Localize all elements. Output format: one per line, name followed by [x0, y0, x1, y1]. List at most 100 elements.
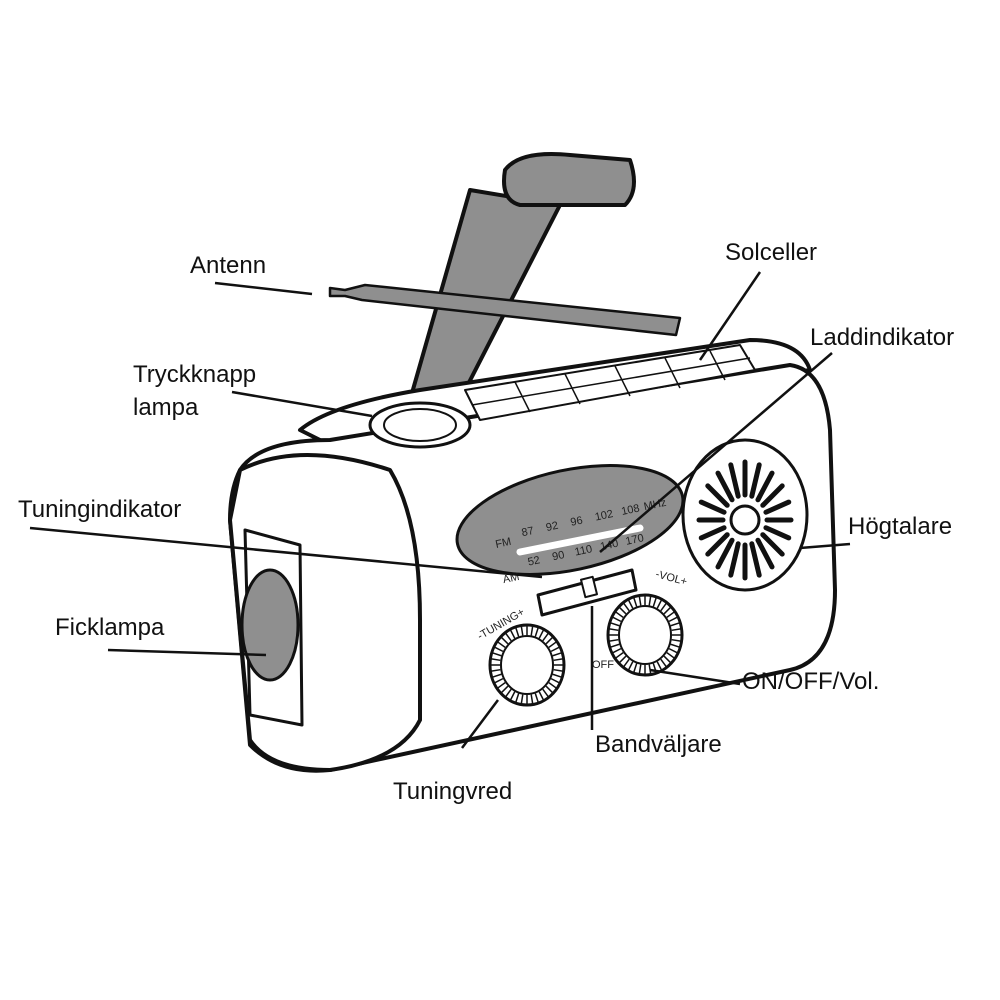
antenna-rod — [328, 283, 682, 337]
tuning-dial — [455, 464, 685, 576]
knob-grip-ridge — [492, 652, 502, 657]
knob-grip-ridge — [505, 688, 512, 697]
knob-grip-ridge — [627, 661, 634, 671]
fm-scale-0: 87 — [520, 525, 534, 539]
speaker-slot — [698, 525, 727, 541]
speaker-slot — [749, 462, 762, 499]
knob-grip-ridge — [534, 693, 539, 703]
knob-grip-ridge — [627, 599, 634, 609]
knob-grip-ridge — [494, 677, 504, 684]
knob-grip-ridge — [648, 596, 652, 606]
fm-scale-2: 96 — [569, 515, 583, 529]
knob-grip-ridge — [633, 663, 638, 673]
knob-grip-ridge — [509, 629, 516, 639]
knob-grip-ridge — [666, 611, 675, 618]
speaker-slot — [755, 537, 775, 570]
speaker-slot — [715, 537, 735, 570]
knob-grip-ridge — [610, 622, 620, 627]
speaker-slot — [705, 532, 730, 557]
knob-grip-ridge — [619, 606, 627, 615]
knob-grip-ridge — [610, 643, 620, 648]
knob-grip-ridge — [515, 693, 520, 703]
speaker-slot — [715, 470, 735, 503]
knob-grip-ridge — [612, 616, 622, 623]
crank-grip — [502, 152, 636, 207]
knob-grip-ridge — [550, 646, 560, 653]
label-power-volume: ON/OFF/Vol. — [742, 668, 880, 695]
knob-grip-ridge — [671, 628, 681, 632]
knob-grip-ridge — [520, 694, 524, 704]
knob-grip-ridge — [552, 652, 562, 657]
knob-grip-ridge — [615, 652, 624, 659]
speaker-slot — [749, 541, 762, 578]
label-speaker: Högtalare — [848, 513, 953, 540]
knob-grip-ridge — [534, 627, 539, 637]
speaker-slot — [698, 499, 727, 515]
label-flashlight: Ficklampa — [55, 614, 165, 641]
speaker-slot — [705, 483, 730, 508]
knob-grip-ridge — [530, 694, 534, 704]
knob-grip-ridge — [612, 647, 622, 654]
knob-grip-ridge — [494, 646, 504, 653]
knob-grip-ridge — [671, 638, 681, 642]
knob-grip-ridge — [497, 641, 506, 648]
speaker-slot — [755, 470, 775, 503]
knob-grip-ridge — [663, 606, 671, 615]
leader-lines — [29, 271, 851, 749]
knob-grip-ridge — [609, 628, 619, 632]
knob-grip-ridge — [515, 627, 520, 637]
speaker-slot — [760, 483, 785, 508]
off-label: OFF — [592, 659, 614, 671]
knob-grip-ridge — [666, 652, 675, 659]
knob-grip-ridge — [492, 673, 502, 678]
knob-grip-ridge — [656, 661, 663, 671]
dial-fm-label: FM — [494, 536, 512, 551]
knob-grip-ridge — [638, 664, 642, 674]
knob-grip-ridge — [545, 685, 553, 694]
knob-grip-ridge — [670, 622, 680, 627]
knob-grip-ridge — [652, 597, 657, 607]
knob-grip-ridge — [623, 603, 630, 612]
knob-grip-ridge — [660, 603, 667, 612]
label-charge-indicator: Laddindikator — [810, 324, 955, 351]
knob-grip-ridge — [633, 597, 638, 607]
knob-grip-ridge — [668, 616, 678, 623]
knob-grip-ridge — [542, 633, 549, 642]
dial-pointer-track — [516, 524, 644, 556]
knob-grip-ridge — [553, 668, 563, 672]
knob-grip-ridge — [548, 682, 557, 689]
knob-grip-ridge — [520, 626, 524, 636]
am-scale-1: 90 — [551, 549, 565, 563]
knob-grip-ridge — [491, 658, 501, 662]
solar-panel — [464, 344, 756, 421]
am-scale-4: 170 — [625, 532, 645, 548]
am-scale-0: 52 — [527, 554, 541, 568]
knob-grip-ridge — [552, 673, 562, 678]
knob-grip-ridge — [509, 691, 516, 701]
knob-grip-ridge — [670, 643, 680, 648]
speaker-slot — [763, 499, 792, 515]
knob-grip-ridge — [530, 626, 534, 636]
label-tuning-knob: Tuningvred — [393, 778, 513, 805]
knob-grip-ridge — [668, 647, 678, 654]
knob-grip-ridge — [663, 655, 671, 664]
knob-grip-ridge — [609, 638, 619, 642]
label-solar-cells: Solceller — [725, 239, 818, 266]
knob-grip-ridge — [550, 677, 560, 684]
speaker-slot — [728, 462, 741, 499]
knob-grip-ridge — [505, 633, 512, 642]
speaker-slot — [760, 532, 785, 557]
knob-grip-ridge — [548, 641, 557, 648]
label-antenna: Antenn — [190, 252, 267, 279]
knob-grip-ridge — [501, 636, 509, 645]
am-scale-2: 110 — [574, 543, 594, 558]
knob-grip-ridge — [497, 682, 506, 689]
fm-scale-3: 102 — [594, 508, 614, 524]
knob-grip-ridge — [542, 688, 549, 697]
label-tuning-indicator: Tuningindikator — [18, 496, 182, 523]
knob-grip-ridge — [538, 691, 545, 701]
knob-grip-ridge — [656, 599, 663, 609]
knob-grip-ridge — [545, 636, 553, 645]
